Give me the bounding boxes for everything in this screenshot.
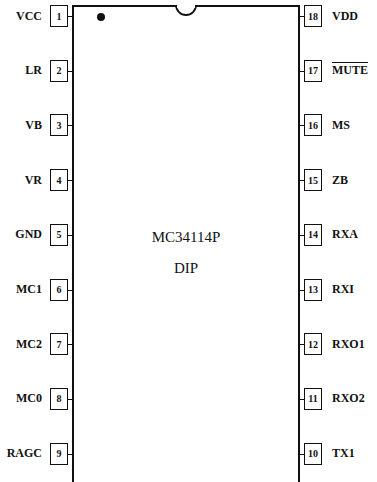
pin-name: ZB: [332, 173, 348, 188]
pin-lead: [68, 16, 72, 17]
pin-box: 6: [50, 279, 68, 301]
pin-number: 6: [57, 284, 62, 295]
pin-box: 1: [50, 5, 68, 27]
pin-name: RAGC: [7, 446, 42, 461]
pin-lead: [68, 235, 72, 236]
pin-number: 13: [308, 284, 318, 295]
pin-box: 14: [304, 224, 322, 246]
pin-number: 17: [308, 65, 318, 76]
pin-box: 16: [304, 114, 322, 136]
pin-number: 15: [308, 175, 318, 186]
pin-name: RXI: [332, 282, 354, 297]
pin-name: MC1: [16, 282, 42, 297]
pin-lead: [68, 71, 72, 72]
pin-number: 11: [308, 393, 317, 404]
pin-box: 2: [50, 60, 68, 82]
pin-number: 12: [308, 339, 318, 350]
pin-box: 8: [50, 388, 68, 410]
pin-name: VCC: [16, 9, 42, 24]
pin-number: 9: [57, 448, 62, 459]
chip-body: MC34114P DIP: [72, 5, 300, 482]
pin-name: RXO1: [332, 337, 365, 352]
pin-box: 5: [50, 224, 68, 246]
pin-lead: [68, 454, 72, 455]
pin-number: 7: [57, 339, 62, 350]
pin-name: MUTE: [332, 63, 368, 78]
pin-number: 14: [308, 229, 318, 240]
pin-lead: [68, 399, 72, 400]
pin-box: 9: [50, 443, 68, 465]
pin-box: 15: [304, 169, 322, 191]
pin1-notch: [176, 5, 196, 15]
pin-name: RXA: [332, 227, 358, 242]
pin-number: 4: [57, 175, 62, 186]
pin-box: 18: [304, 5, 322, 27]
pin-number: 8: [57, 393, 62, 404]
pin-number: 1: [57, 11, 62, 22]
part-number: MC34114P: [74, 229, 298, 246]
pin-name: MC2: [16, 337, 42, 352]
pin-number: 16: [308, 120, 318, 131]
pin-lead: [68, 344, 72, 345]
package-type: DIP: [74, 260, 298, 277]
pin-name: MC0: [16, 391, 42, 406]
pin-number: 3: [57, 120, 62, 131]
notch-gap: [177, 5, 195, 8]
pin1-dot: [97, 13, 105, 21]
pin-number: 10: [308, 448, 318, 459]
pin-box: 17: [304, 60, 322, 82]
pin-name: VB: [25, 118, 42, 133]
pin-number: 2: [57, 65, 62, 76]
pin-box: 4: [50, 169, 68, 191]
pin-number: 5: [57, 229, 62, 240]
pin-box: 3: [50, 114, 68, 136]
pin-name: VDD: [332, 9, 358, 24]
pin-box: 12: [304, 333, 322, 355]
pin-box: 11: [304, 388, 322, 410]
pin-name: GND: [15, 227, 42, 242]
pin-lead: [68, 290, 72, 291]
pin-number: 18: [308, 11, 318, 22]
pin-box: 13: [304, 279, 322, 301]
pin-name: TX1: [332, 446, 355, 461]
pin-name: VR: [25, 173, 42, 188]
pin-name: MS: [332, 118, 350, 133]
pin-box: 10: [304, 443, 322, 465]
pin-lead: [68, 180, 72, 181]
pin-box: 7: [50, 333, 68, 355]
pin-lead: [68, 125, 72, 126]
pin-name: LR: [25, 63, 42, 78]
pin-name: RXO2: [332, 391, 365, 406]
